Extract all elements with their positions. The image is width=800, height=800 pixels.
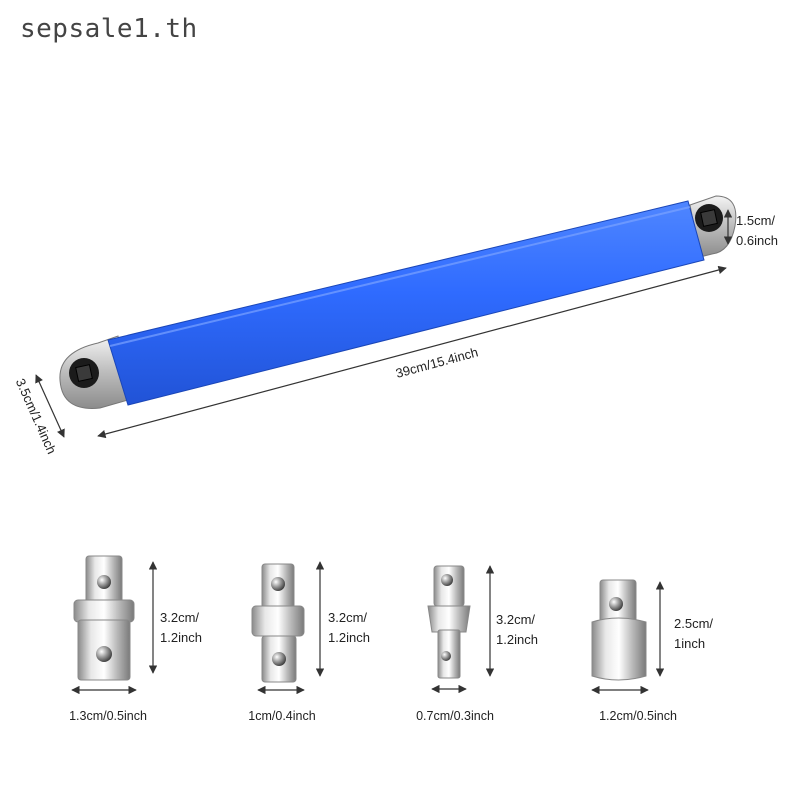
adapter-2-height-line2: 1.2inch <box>328 630 370 645</box>
adapter-3-width-label: 0.7cm/0.3inch <box>416 709 494 723</box>
wrench-length-label: 39cm/15.4inch <box>394 344 480 380</box>
adapter-1-height-line1: 3.2cm/ <box>160 610 199 625</box>
adapter-4-height-line2: 1inch <box>674 636 705 651</box>
adapter-2 <box>251 563 305 683</box>
adapter-3-height-line1: 3.2cm/ <box>496 612 535 627</box>
width-dimension-arrow <box>35 374 65 438</box>
wrench-end-label-1: 1.5cm/ <box>736 213 775 228</box>
adapter-4-width-label: 1.2cm/0.5inch <box>599 709 677 723</box>
length-dimension-arrow <box>97 265 727 439</box>
adapter-4-height-line1: 2.5cm/ <box>674 616 713 631</box>
adapter-1-width-label: 1.3cm/0.5inch <box>69 709 147 723</box>
store-watermark: sepsale1.th <box>20 14 198 44</box>
adapter-4 <box>591 579 647 681</box>
adapter-2-width-label: 1cm/0.4inch <box>248 709 315 723</box>
wrench-width-label: 3.5cm/1.4inch <box>13 376 60 456</box>
adapter-1-height-line2: 1.2inch <box>160 630 202 645</box>
adapter-1 <box>73 555 135 681</box>
adapter-2-height-line1: 3.2cm/ <box>328 610 367 625</box>
adapter-3-height-line2: 1.2inch <box>496 632 538 647</box>
adapter-3 <box>427 565 471 679</box>
wrench-end-label-2: 0.6inch <box>736 233 778 248</box>
